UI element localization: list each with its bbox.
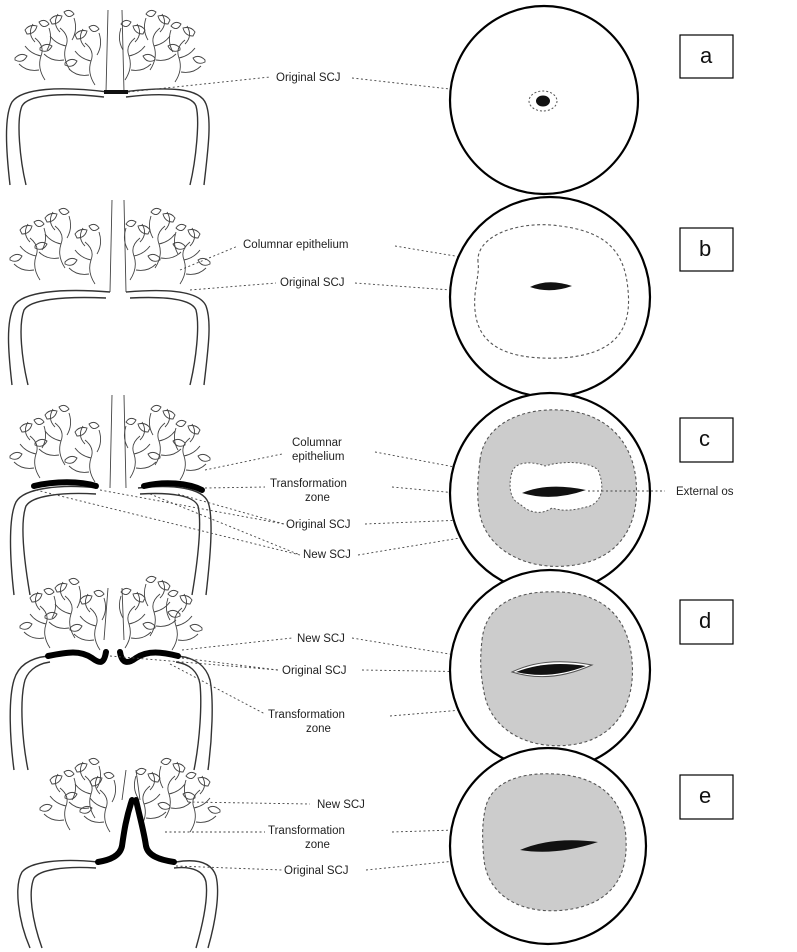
external-os-a (536, 96, 550, 107)
label-zone-c: zone (305, 492, 330, 504)
panel-a: Original SCJ a (7, 6, 734, 194)
label-columnar-epithelium-b: Columnar epithelium (243, 239, 348, 251)
panel-letter-b: b (699, 236, 711, 261)
label-epithelium-c: epithelium (292, 451, 344, 463)
label-original-scj-b: Original SCJ (280, 277, 345, 289)
cervix-section-b (9, 200, 211, 385)
cervix-section-a (7, 10, 210, 185)
cervix-section-e (18, 758, 220, 948)
label-original-scj-a: Original SCJ (276, 72, 341, 84)
label-original-scj-c: Original SCJ (286, 519, 351, 531)
panel-letter-d: d (699, 608, 711, 633)
cervix-section-d (10, 576, 212, 770)
label-new-scj-c: New SCJ (303, 549, 351, 561)
tz-left-d (48, 652, 106, 662)
panel-d: New SCJ Original SCJ Transformation zone… (10, 570, 733, 770)
tz-right-d (120, 652, 178, 662)
panel-letter-e: e (699, 783, 711, 808)
tz-left-c (34, 482, 96, 486)
label-columnar-c: Columnar (292, 437, 342, 449)
cervix-section-c (10, 395, 211, 595)
tz-right-e (136, 800, 174, 862)
label-external-os-c: External os (676, 486, 734, 498)
panel-letter-a: a (700, 43, 713, 68)
label-new-scj-d: New SCJ (297, 633, 345, 645)
label-zone-d: zone (306, 723, 331, 735)
label-original-scj-d: Original SCJ (282, 665, 347, 677)
label-transformation-e: Transformation (268, 825, 345, 837)
label-transformation-d: Transformation (268, 709, 345, 721)
label-transformation-c: Transformation (270, 478, 347, 490)
label-zone-e: zone (305, 839, 330, 851)
panel-e: New SCJ Transformation zone Original SCJ… (18, 748, 733, 948)
panel-letter-c: c (699, 426, 710, 451)
tz-left-e (98, 800, 132, 862)
label-new-scj-e: New SCJ (317, 799, 365, 811)
panel-c: Columnar epithelium Transformation zone … (10, 393, 734, 595)
panel-b: Columnar epithelium Original SCJ b (9, 197, 734, 397)
cervix-face-b (450, 197, 650, 397)
label-original-scj-e: Original SCJ (284, 865, 349, 877)
